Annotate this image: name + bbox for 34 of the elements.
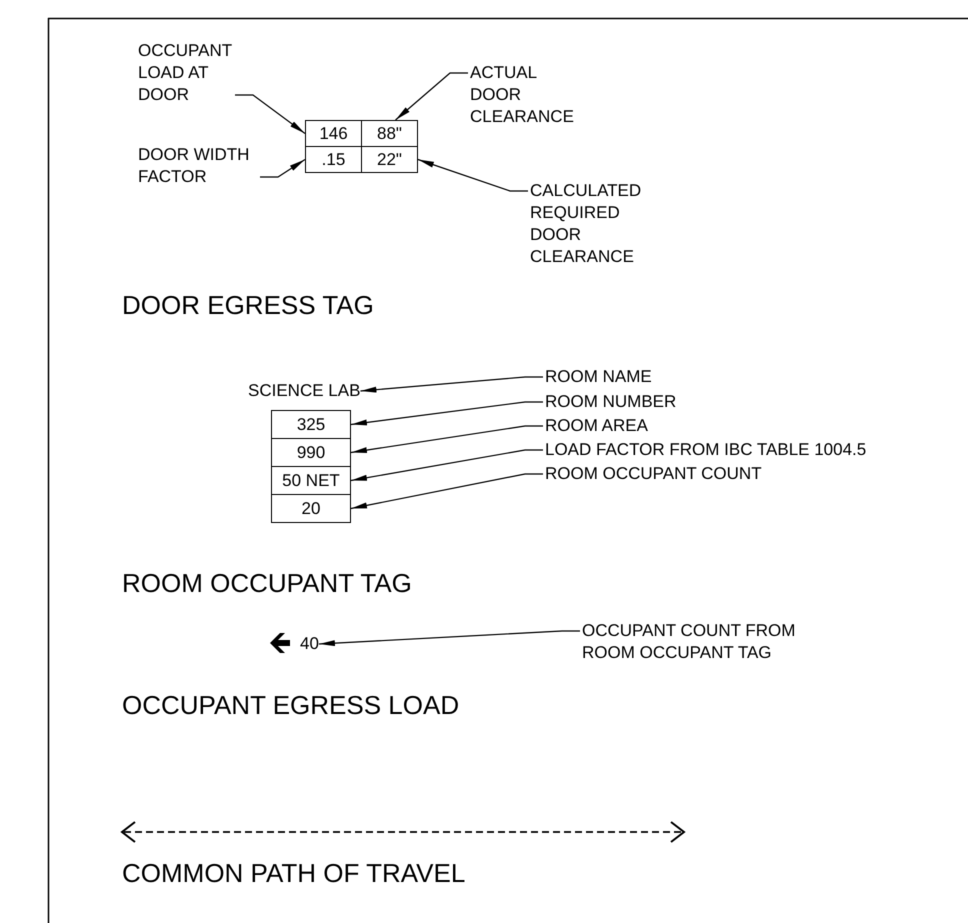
- leader-line: [350, 449, 543, 482]
- tag-text: ROOM OCCUPANT COUNT: [545, 463, 762, 485]
- leader-line: [418, 158, 528, 192]
- tag-text: ROOM NUMBER: [545, 391, 676, 413]
- tag-text: LOAD FACTOR FROM IBC TABLE 1004.5: [545, 439, 866, 461]
- tag-text: OCCUPANT LOAD AT DOOR: [138, 40, 233, 106]
- tag-field: 20: [271, 494, 351, 523]
- tag-field: .15: [305, 146, 362, 173]
- tag-text: ROOM NAME: [545, 366, 652, 388]
- tag-text: ROOM AREA: [545, 415, 648, 437]
- legend-heading: OCCUPANT EGRESS LOAD: [122, 690, 460, 721]
- leader-line: [360, 376, 543, 393]
- leader-line: [350, 473, 543, 510]
- leader-line: [235, 94, 306, 134]
- tag-text: SCIENCE LAB: [248, 380, 360, 402]
- leader-line: [350, 425, 543, 454]
- tag-field: 146: [305, 120, 362, 147]
- tag-text: CALCULATED REQUIRED DOOR CLEARANCE: [530, 180, 650, 268]
- tag-field: 990: [271, 438, 351, 467]
- leader-line: [395, 72, 468, 120]
- leader-line: [350, 401, 543, 426]
- tag-field: 325: [271, 410, 351, 439]
- tag-text: 40: [300, 633, 319, 655]
- leader-line: [260, 159, 306, 178]
- leader-line: [318, 630, 580, 646]
- legend-heading: ROOM OCCUPANT TAG: [122, 568, 412, 599]
- legend-heading: COMMON PATH OF TRAVEL: [122, 858, 466, 889]
- tag-text: DOOR WIDTH FACTOR: [138, 144, 258, 188]
- tag-text: ACTUAL DOOR CLEARANCE: [470, 62, 580, 128]
- legend-heading: DOOR EGRESS TAG: [122, 290, 374, 321]
- tag-field: 22": [361, 146, 418, 173]
- tag-field: 88": [361, 120, 418, 147]
- tag-text: OCCUPANT COUNT FROM ROOM OCCUPANT TAG: [582, 620, 822, 664]
- tag-field: 50 NET: [271, 466, 351, 495]
